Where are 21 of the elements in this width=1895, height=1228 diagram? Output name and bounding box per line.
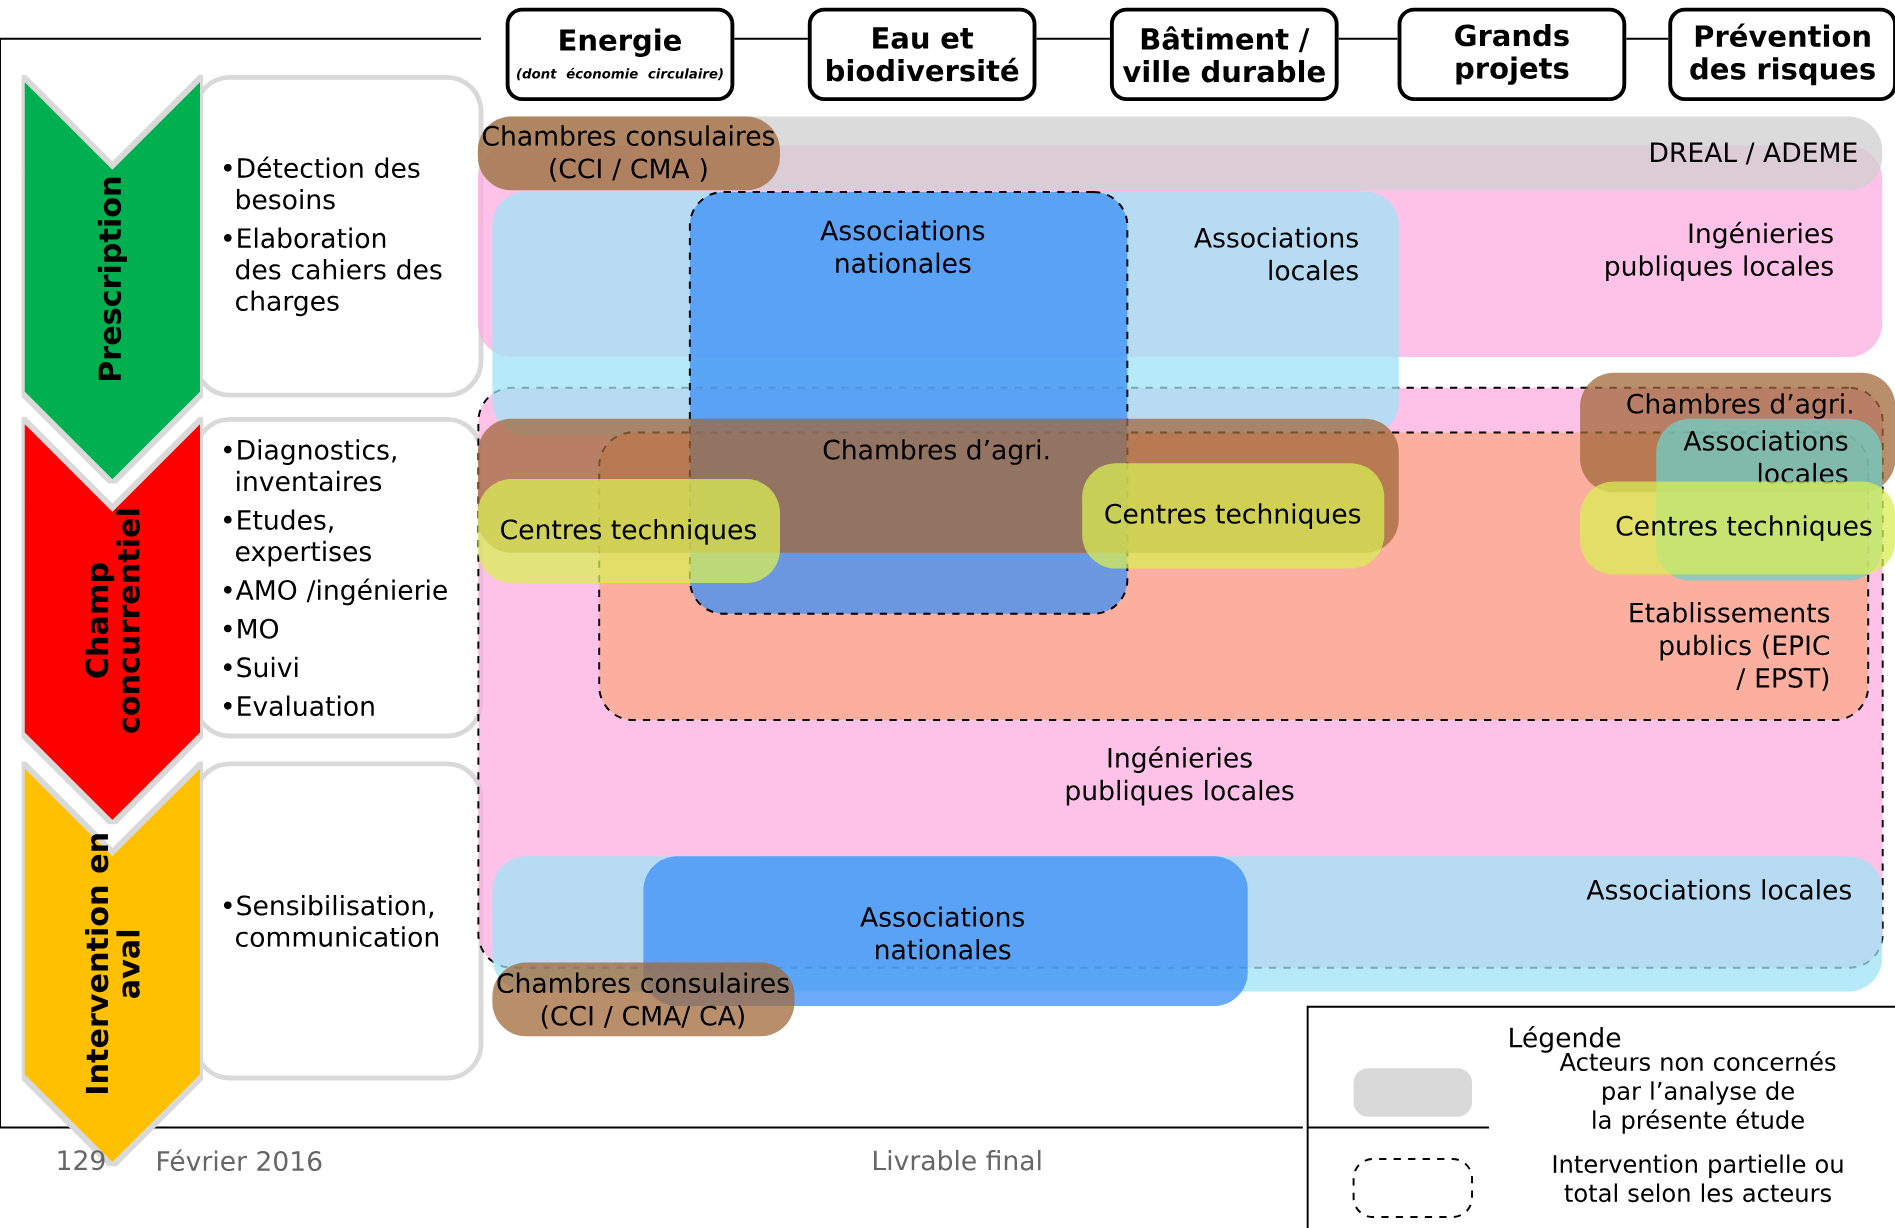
stage-band: Champ concurrentiel xyxy=(21,417,204,825)
page-number: 129 xyxy=(58,1150,105,1171)
legend-text: Acteurs non concernés par l’analyse de la présente étude xyxy=(1559,1051,1836,1134)
footer-text: Février 2016 xyxy=(158,1149,322,1172)
legend-title: Légende xyxy=(1510,1026,1621,1053)
connector-line xyxy=(1337,37,1399,40)
header-box: Eau et biodiversité xyxy=(807,7,1037,102)
connector-line xyxy=(1035,37,1111,40)
text-panel: •Diagnostics, inventaires •Etudes, expertises •AMO /ingénierie •MO •Suivi •Evaluation xyxy=(193,417,484,739)
connector-line xyxy=(1625,37,1670,40)
header-box: Energie (dont économie circulaire) xyxy=(505,7,735,102)
header-box: Bâtiment / ville durable xyxy=(1109,7,1339,102)
header-box: Prévention des risques xyxy=(1668,7,1895,102)
connector-line xyxy=(733,37,809,40)
stage-band: Prescription xyxy=(21,75,204,484)
text-panel: •Détection des besoins •Elaboration des cahiers des charges xyxy=(193,75,484,398)
header-box: Grands projets xyxy=(1397,7,1627,102)
footer-text: Livrable final xyxy=(874,1150,1041,1171)
actor-area: Chambres consulaires (CCI / CMA/ CA) xyxy=(492,962,795,1037)
legend-text: Intervention partielle ou total selon les acteurs xyxy=(1553,1154,1843,1203)
text-panel: •Sensibilisation, communication xyxy=(193,761,484,1081)
